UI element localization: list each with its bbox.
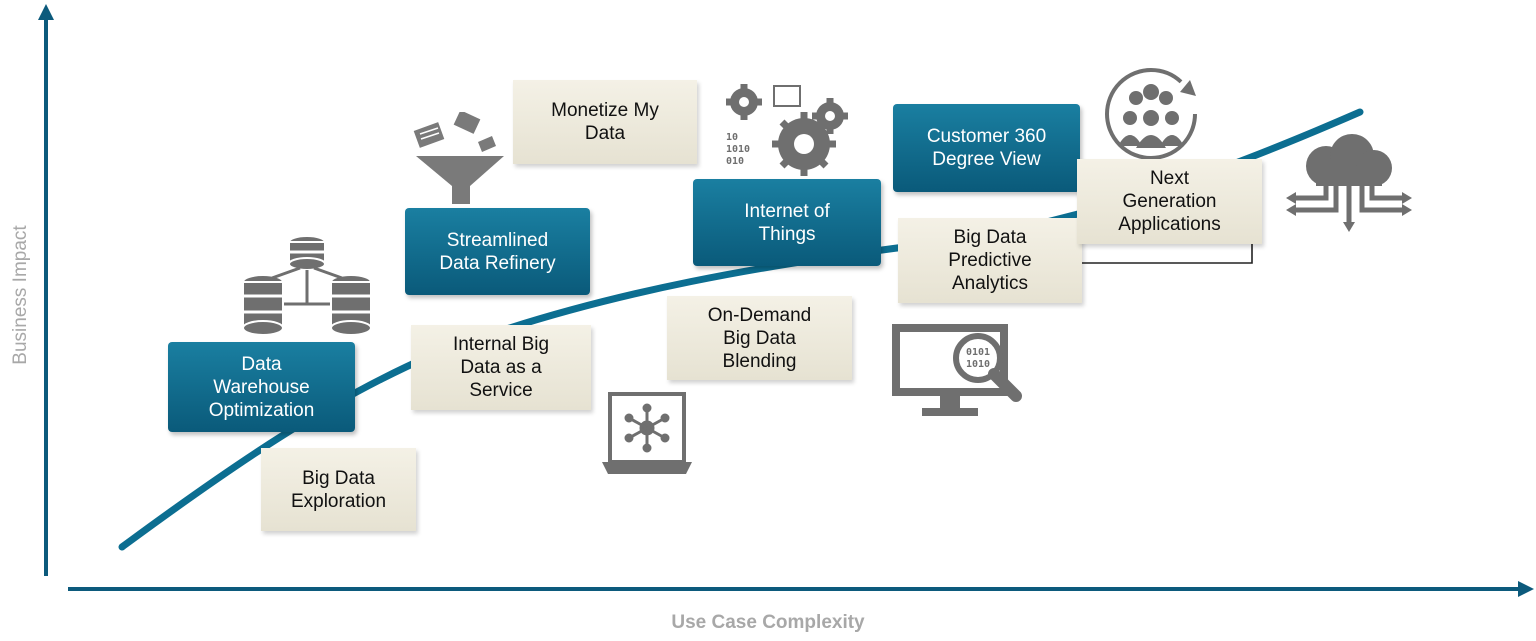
use-case-customer-360-degree-view: Customer 360 Degree View [893, 104, 1080, 192]
laptop-network-icon [602, 392, 692, 474]
funnel-documents-icon [413, 112, 504, 204]
use-case-on-demand-big-data-blending: On-Demand Big Data Blending [667, 296, 852, 380]
svg-text:1010: 1010 [726, 144, 750, 155]
use-case-next-generation-applications: Next Generation Applications [1077, 159, 1262, 244]
y-axis-arrow [38, 4, 54, 20]
connector-line [1082, 240, 1253, 264]
database-cluster-icon [242, 235, 372, 336]
use-case-monetize-my-data: Monetize My Data [513, 80, 697, 164]
use-case-big-data-exploration: Big Data Exploration [261, 448, 416, 531]
x-axis-arrow [1518, 581, 1534, 597]
cloud-arrows-icon [1286, 134, 1412, 232]
svg-text:010: 010 [726, 156, 744, 167]
svg-text:10: 10 [726, 132, 738, 143]
svg-text:0101: 0101 [966, 347, 990, 358]
use-case-big-data-predictive-analytics: Big Data Predictive Analytics [898, 218, 1082, 303]
use-case-streamlined-data-refinery: Streamlined Data Refinery [405, 208, 590, 295]
x-axis-label: Use Case Complexity [671, 612, 865, 633]
y-axis-label: Business Impact [10, 225, 31, 365]
people-group-icon [1105, 68, 1197, 160]
use-case-data-warehouse-optimization: Data Warehouse Optimization [168, 342, 355, 432]
use-case-internet-of-things: Internet of Things [693, 179, 881, 266]
svg-text:1010: 1010 [966, 359, 990, 370]
use-case-internal-big-data-service: Internal Big Data as a Service [411, 325, 591, 410]
